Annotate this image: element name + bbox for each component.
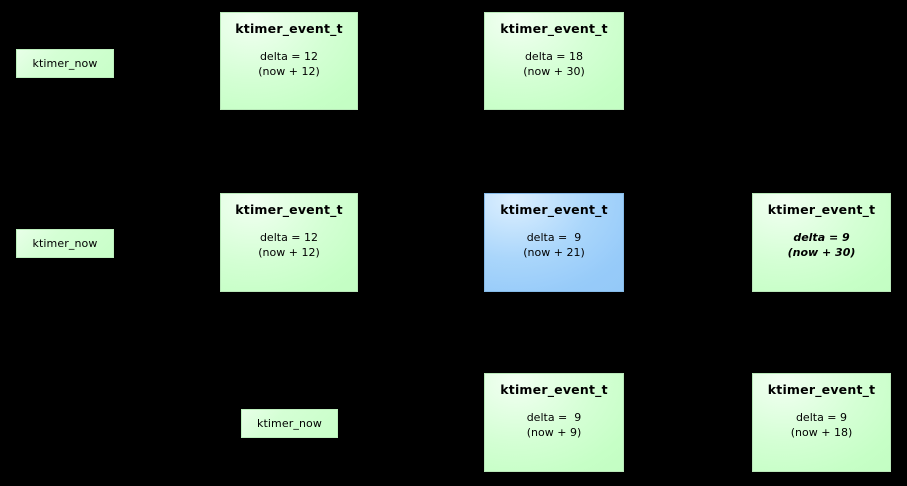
event-now-line: (now + 18) bbox=[790, 425, 853, 439]
ktimer-event-box-r2-e2-highlighted[interactable]: ktimer_event_t delta = 9 (now + 21) bbox=[484, 193, 624, 292]
ktimer-event-box-r3-e1[interactable]: ktimer_event_t delta = 9 (now + 9) bbox=[484, 373, 624, 472]
ktimer-now-box-row1[interactable]: ktimer_now bbox=[16, 49, 114, 78]
ktimer-event-box-r2-e3-emphasized[interactable]: ktimer_event_t delta = 9 (now + 30) bbox=[752, 193, 891, 292]
ktimer-event-box-r1-e2[interactable]: ktimer_event_t delta = 18 (now + 30) bbox=[484, 12, 624, 110]
event-now-line: (now + 12) bbox=[258, 245, 320, 259]
event-delta-line: delta = 9 bbox=[526, 230, 582, 244]
ktimer-event-box-r1-e1[interactable]: ktimer_event_t delta = 12 (now + 12) bbox=[220, 12, 358, 110]
ktimer-now-label: ktimer_now bbox=[257, 417, 322, 430]
event-delta-line: delta = 12 bbox=[259, 230, 319, 244]
event-now-line: (now + 30) bbox=[787, 245, 856, 259]
ktimer-now-label: ktimer_now bbox=[32, 237, 98, 250]
event-title: ktimer_event_t bbox=[767, 202, 876, 217]
event-title: ktimer_event_t bbox=[500, 202, 608, 217]
event-now-line: (now + 30) bbox=[523, 64, 585, 78]
ktimer-event-box-r2-e1[interactable]: ktimer_event_t delta = 12 (now + 12) bbox=[220, 193, 358, 292]
event-title: ktimer_event_t bbox=[767, 382, 876, 397]
ktimer-now-box-row2[interactable]: ktimer_now bbox=[16, 229, 114, 258]
event-delta-line: delta = 12 bbox=[259, 49, 319, 63]
ktimer-now-box-row3[interactable]: ktimer_now bbox=[241, 409, 338, 438]
event-delta-line: delta = 9 bbox=[793, 230, 850, 244]
ktimer-now-label: ktimer_now bbox=[32, 57, 98, 70]
event-title: ktimer_event_t bbox=[500, 21, 608, 36]
ktimer-event-box-r3-e2[interactable]: ktimer_event_t delta = 9 (now + 18) bbox=[752, 373, 891, 472]
event-delta-line: delta = 18 bbox=[524, 49, 584, 63]
event-title: ktimer_event_t bbox=[235, 202, 343, 217]
event-title: ktimer_event_t bbox=[500, 382, 608, 397]
event-now-line: (now + 9) bbox=[526, 425, 582, 439]
event-now-line: (now + 21) bbox=[523, 245, 585, 259]
event-delta-line: delta = 9 bbox=[526, 410, 582, 424]
event-now-line: (now + 12) bbox=[258, 64, 320, 78]
event-delta-line: delta = 9 bbox=[795, 410, 848, 424]
event-title: ktimer_event_t bbox=[235, 21, 343, 36]
